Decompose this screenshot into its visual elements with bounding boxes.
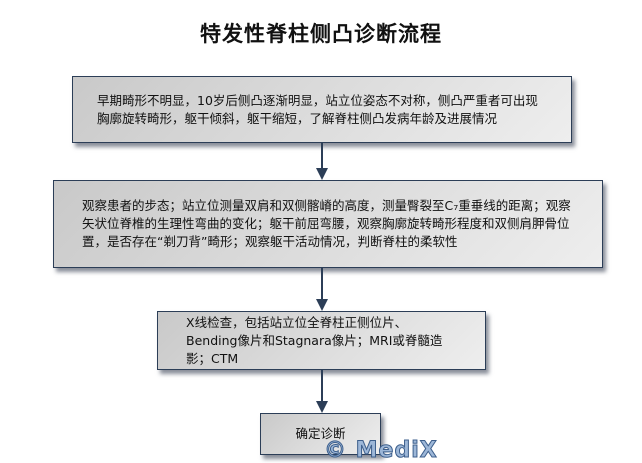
connector-line: [321, 143, 323, 169]
arrow-head-icon: [316, 401, 328, 413]
step-text: X线检查，包括站立位全脊柱正侧位片、Bending像片和Stagnara像片；M…: [186, 314, 443, 366]
step-text: 早期畸形不明显，10岁后侧凸逐渐明显，站立位姿态不对称，侧凸严重者可出现胸廓旋转…: [97, 92, 538, 126]
step-diagnosis-box: 确定诊断: [260, 413, 381, 455]
connector-line: [321, 370, 323, 402]
watermark-logo: © MediX: [324, 438, 438, 463]
step-history-box: 早期畸形不明显，10岁后侧凸逐渐明显，站立位姿态不对称，侧凸严重者可出现胸廓旋转…: [72, 76, 572, 143]
step-text: 观察患者的步态；站立位测量双肩和双侧髂嵴的高度，测量臀裂至C₇重垂线的距离；观察…: [82, 198, 571, 249]
diagram-title: 特发性脊柱侧凸诊断流程: [200, 22, 442, 46]
arrow-head-icon: [316, 168, 328, 180]
step-text: 确定诊断: [295, 426, 346, 441]
step-physical-exam-box: 观察患者的步态；站立位测量双肩和双侧髂嵴的高度，测量臀裂至C₇重垂线的距离；观察…: [53, 180, 603, 268]
arrow-head-icon: [316, 299, 328, 311]
connector-line: [321, 268, 323, 300]
step-imaging-box: X线检查，包括站立位全脊柱正侧位片、Bending像片和Stagnara像片；M…: [157, 311, 486, 370]
